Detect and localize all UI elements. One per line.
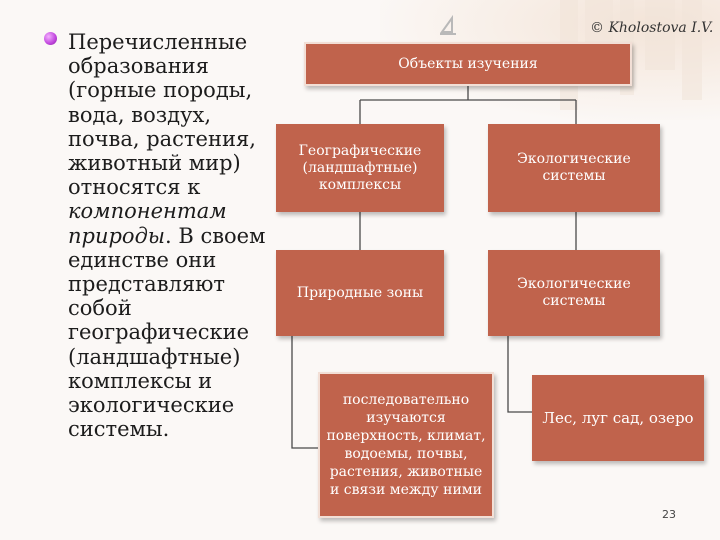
- studied-topics-label: последовательно изучаются поверхность, к…: [326, 392, 486, 498]
- natural-zones-label: Природные зоны: [296, 284, 424, 301]
- eco-systems-box-2: Экологические системы: [488, 250, 660, 336]
- geo-complexes-label: Географические (ландшафтные) комплексы: [298, 142, 422, 193]
- copyright-note: © Kholostova I.V.: [590, 20, 714, 36]
- background-building: [682, 0, 702, 100]
- body-text: Перечисленные образования (горные породы…: [68, 30, 283, 441]
- connector-line: [507, 335, 532, 413]
- examples-box: Лес, луг сад, озеро: [532, 375, 704, 461]
- geo-complexes-box: Географические (ландшафтные) комплексы: [276, 124, 444, 212]
- examples-label: Лес, луг сад, озеро: [542, 408, 694, 427]
- studied-topics-box: последовательно изучаются поверхность, к…: [318, 372, 494, 518]
- emphasis-text: компонентам природы: [68, 199, 227, 248]
- page-number: 23: [662, 508, 676, 521]
- eco-systems-label-2: Экологические системы: [517, 276, 631, 309]
- bullet-icon: [44, 32, 57, 45]
- eco-systems-box: Экологические системы: [488, 124, 660, 212]
- root-box-label: Объекты изучения: [398, 55, 538, 72]
- background-building: [645, 0, 675, 70]
- decorative-mark-icon: [440, 14, 456, 35]
- body-text-part: . В своем единстве они представляют собо…: [68, 223, 266, 442]
- connector-line: [291, 335, 318, 449]
- natural-zones-box: Природные зоны: [276, 250, 444, 336]
- eco-systems-label: Экологические системы: [517, 151, 631, 184]
- body-text-part: Перечисленные образования (горные породы…: [68, 30, 256, 200]
- root-box: Объекты изучения: [304, 42, 632, 86]
